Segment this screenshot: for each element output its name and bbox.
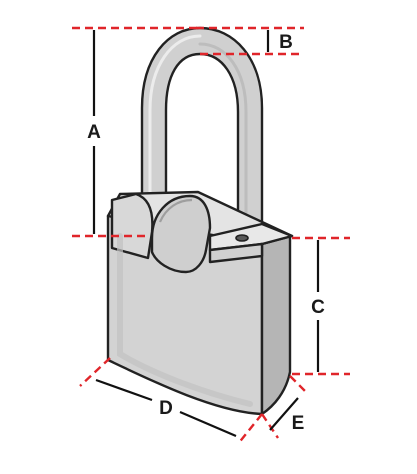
- guide-d-left: [79, 357, 111, 387]
- shackle-inner-shade: [198, 42, 248, 238]
- label-e: E: [292, 413, 305, 434]
- right-entry-block: [208, 222, 294, 252]
- shackle-highlight: [148, 34, 202, 212]
- dimension-labels: A B C D E: [87, 32, 325, 434]
- dim-line-e: [269, 397, 299, 431]
- shackle-hole: [235, 234, 249, 242]
- label-a: A: [87, 122, 101, 143]
- label-d: D: [159, 398, 173, 419]
- right-entry-front: [208, 242, 264, 264]
- body-front-shade: [117, 233, 253, 407]
- body-side-face: [260, 234, 292, 416]
- left-collar: [150, 194, 212, 274]
- dimension-lines: [92, 30, 320, 438]
- padlock-body: [106, 190, 294, 416]
- dim-line-d-left: [95, 378, 153, 402]
- left-collar-shade: [158, 198, 193, 223]
- label-b: B: [279, 32, 293, 53]
- guide-e-top: [289, 375, 307, 393]
- guide-d-right: [237, 413, 263, 445]
- dim-line-d-right: [179, 410, 237, 438]
- dimension-guides: [72, 26, 350, 445]
- guide-e-left: [261, 413, 279, 439]
- label-c: C: [311, 297, 325, 318]
